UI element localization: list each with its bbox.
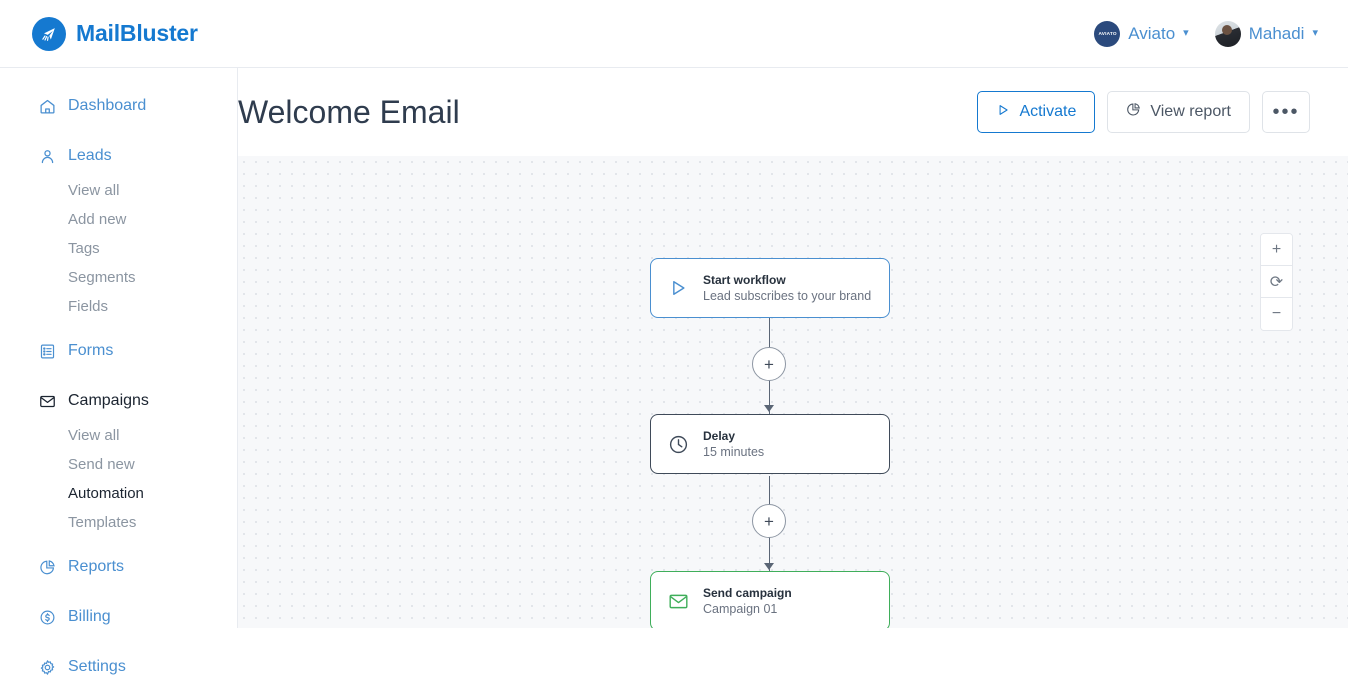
sidebar-subitem-label: Tags: [68, 240, 100, 257]
clock-icon: [667, 433, 689, 455]
sidebar-subitem-label: Fields: [68, 298, 109, 315]
sidebar-subitem-leads-add-new[interactable]: Add new: [0, 205, 237, 234]
sidebar-item-leads[interactable]: Leads: [0, 136, 237, 176]
view-report-button-label: View report: [1150, 103, 1231, 120]
sidebar-item-billing[interactable]: Billing: [0, 597, 237, 637]
connector-arrow: [764, 405, 774, 412]
workflow-node-text: Send campaign Campaign 01: [703, 586, 792, 616]
view-report-button[interactable]: View report: [1107, 91, 1250, 133]
page-actions: Activate View report •••: [977, 91, 1310, 133]
page-header: Welcome Email Activate View repo: [238, 68, 1348, 156]
brand-logo[interactable]: MailBluster: [32, 16, 198, 51]
sidebar: Dashboard Leads View all Add new Tags Se…: [0, 68, 238, 675]
workflow-node-title: Delay: [703, 429, 736, 443]
activate-button-label: Activate: [1019, 103, 1077, 120]
sidebar-item-label: Forms: [68, 342, 114, 359]
zoom-out-button[interactable]: −: [1261, 298, 1292, 330]
sidebar-subitem-label: View all: [68, 182, 120, 199]
sidebar-subitem-campaigns-view-all[interactable]: View all: [0, 421, 237, 450]
sidebar-subitem-leads-segments[interactable]: Segments: [0, 263, 237, 292]
envelope-icon: [38, 392, 56, 410]
workflow-canvas[interactable]: Start workflow Lead subscribes to your b…: [238, 156, 1348, 628]
workflow-node-delay[interactable]: Delay 15 minutes: [650, 414, 890, 474]
connector-arrow: [764, 563, 774, 570]
sidebar-subitem-label: View all: [68, 427, 120, 444]
play-icon: [996, 103, 1010, 122]
top-header: MailBluster AVIATO Aviato ▾ Mahadi ▾: [0, 0, 1348, 68]
pie-chart-icon: [1126, 102, 1141, 122]
avatar: [1214, 20, 1241, 47]
paper-plane-icon: [32, 16, 66, 51]
sidebar-item-settings[interactable]: Settings: [0, 647, 237, 687]
sidebar-item-campaigns[interactable]: Campaigns: [0, 381, 237, 421]
sidebar-subitem-campaigns-automation[interactable]: Automation: [0, 479, 237, 508]
nav-spacer: [0, 637, 237, 647]
reset-view-button[interactable]: ⟳: [1261, 266, 1292, 298]
main-content: Welcome Email Activate View repo: [238, 68, 1348, 628]
activate-button[interactable]: Activate: [977, 91, 1096, 133]
sidebar-subitem-leads-tags[interactable]: Tags: [0, 234, 237, 263]
sidebar-subitem-leads-view-all[interactable]: View all: [0, 176, 237, 205]
workflow-node-text: Delay 15 minutes: [703, 429, 764, 459]
user-menu[interactable]: Mahadi ▾: [1214, 20, 1318, 47]
zoom-in-button[interactable]: +: [1261, 234, 1292, 266]
workflow-node-subtitle: Campaign 01: [703, 602, 778, 616]
account-label: Aviato: [1128, 23, 1176, 43]
sidebar-item-label: Settings: [68, 658, 126, 675]
nav-spacer: [0, 371, 237, 381]
user-icon: [38, 147, 56, 165]
brand-name: MailBluster: [76, 20, 198, 46]
envelope-icon: [667, 590, 689, 612]
sidebar-subitem-label: Segments: [68, 269, 136, 286]
play-icon: [667, 277, 689, 299]
add-step-button[interactable]: +: [752, 347, 786, 381]
sidebar-item-reports[interactable]: Reports: [0, 547, 237, 587]
ellipsis-icon: •••: [1272, 101, 1300, 123]
sidebar-item-label: Leads: [68, 147, 112, 164]
workflow-node-title: Send campaign: [703, 586, 792, 600]
header-right-group: AVIATO Aviato ▾ Mahadi ▾: [1094, 20, 1318, 47]
sidebar-item-label: Dashboard: [68, 97, 147, 114]
account-switcher[interactable]: AVIATO Aviato ▾: [1094, 20, 1189, 47]
sidebar-subitem-label: Send new: [68, 456, 135, 473]
sidebar-subitem-label: Automation: [68, 485, 144, 502]
account-avatar-text: AVIATO: [1098, 30, 1117, 37]
gear-icon: [38, 658, 56, 676]
page-title-wrap: Welcome Email: [238, 94, 460, 131]
sidebar-item-label: Campaigns: [68, 392, 149, 409]
home-icon: [38, 97, 56, 115]
sidebar-subitem-campaigns-send-new[interactable]: Send new: [0, 450, 237, 479]
sidebar-subitem-leads-fields[interactable]: Fields: [0, 292, 237, 321]
sidebar-subitem-label: Add new: [68, 211, 127, 228]
canvas-zoom-controls: + ⟳ −: [1260, 233, 1293, 331]
workflow-node-subtitle: 15 minutes: [703, 445, 765, 459]
workflow-node-text: Start workflow Lead subscribes to your b…: [703, 273, 871, 303]
sidebar-item-dashboard[interactable]: Dashboard: [0, 86, 237, 126]
workflow-node-title: Start workflow: [703, 273, 786, 287]
account-avatar: AVIATO: [1094, 20, 1121, 47]
more-options-button[interactable]: •••: [1262, 91, 1310, 133]
add-step-button[interactable]: +: [752, 504, 786, 538]
user-label: Mahadi: [1248, 23, 1305, 43]
workflow-node-start[interactable]: Start workflow Lead subscribes to your b…: [650, 258, 890, 318]
sidebar-item-label: Billing: [68, 608, 111, 625]
chevron-down-icon: ▾: [1183, 27, 1189, 39]
workflow-node-send-campaign[interactable]: Send campaign Campaign 01: [650, 571, 890, 628]
nav-spacer: [0, 587, 237, 597]
page-title: Welcome Email: [238, 93, 460, 130]
sidebar-subitem-label: Templates: [68, 514, 137, 531]
chevron-down-icon: ▾: [1312, 27, 1318, 39]
nav-spacer: [0, 321, 237, 331]
sidebar-subitem-campaigns-templates[interactable]: Templates: [0, 508, 237, 537]
nav-spacer: [0, 537, 237, 547]
dollar-circle-icon: [38, 608, 56, 626]
sidebar-item-label: Reports: [68, 558, 125, 575]
form-list-icon: [38, 342, 56, 360]
pie-chart-icon: [38, 558, 56, 576]
nav-spacer: [0, 126, 237, 136]
workflow-node-subtitle: Lead subscribes to your brand: [703, 289, 872, 303]
sidebar-item-forms[interactable]: Forms: [0, 331, 237, 371]
